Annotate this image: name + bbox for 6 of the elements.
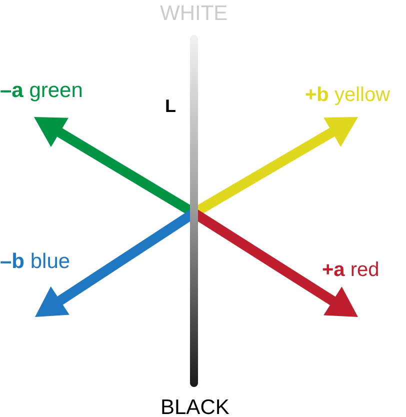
axis-label: –b blue	[0, 251, 70, 272]
axis-label: +b yellow	[305, 85, 390, 105]
axis-label: +a red	[322, 260, 380, 280]
axis-label: L	[165, 97, 176, 115]
axis-label: BLACK	[160, 397, 230, 417]
axis-label: –a green	[0, 80, 83, 101]
